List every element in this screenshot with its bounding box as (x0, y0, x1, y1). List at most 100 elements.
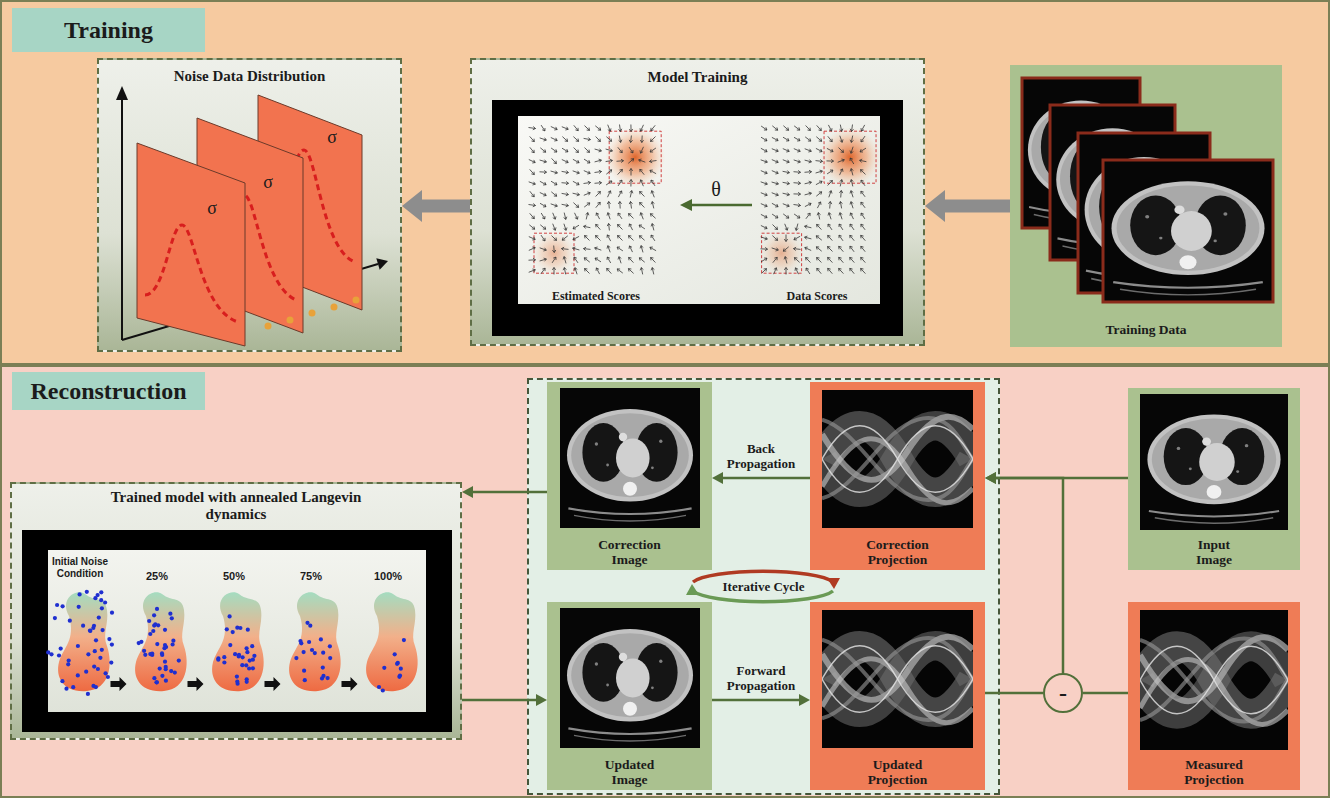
sample-dot (320, 676, 324, 680)
theta-arrow (690, 204, 752, 207)
sample-dot (68, 619, 72, 623)
sample-blob (366, 592, 418, 692)
ellipsis-dot (331, 304, 338, 311)
vector-field (760, 125, 880, 276)
sample-dot (110, 643, 114, 647)
ct-image (560, 608, 700, 748)
sample-dot (395, 662, 399, 666)
connector-line (712, 699, 800, 702)
edge-label: Back Propagation (727, 441, 795, 471)
sample-dot (160, 651, 164, 655)
sample-dot (86, 692, 90, 696)
sample-dot (244, 663, 248, 667)
training-slices (1022, 78, 1273, 302)
annotation-label: θ (711, 178, 721, 200)
sample-dot (245, 646, 249, 650)
sample-dot (303, 678, 307, 682)
sample-dot (94, 685, 98, 689)
step-arrow (188, 677, 204, 691)
sample-dot (251, 666, 255, 670)
sample-dot (101, 628, 105, 632)
annotation-label: 50% (223, 570, 245, 583)
ct-slice (1103, 160, 1273, 302)
sample-dot (86, 652, 90, 656)
axis-arrowhead (376, 258, 388, 270)
cycle-arc (693, 571, 833, 582)
sample-dot (155, 642, 159, 646)
sample-dot (396, 661, 400, 665)
sample-dot (142, 649, 146, 653)
sample-dot (152, 613, 156, 617)
sample-dot (155, 680, 159, 684)
sample-dot (57, 653, 61, 657)
node-title: Training Data (1105, 322, 1186, 337)
node-title: Iterative Cycle (723, 579, 805, 595)
sample-dot (103, 600, 107, 604)
vector-fields (529, 125, 881, 276)
sample-dot (110, 611, 114, 615)
slice-border (1103, 160, 1273, 302)
sample-dot (93, 596, 97, 600)
ellipsis-dot (287, 317, 294, 324)
connector (462, 694, 547, 706)
node-title: Measured Projection (1184, 757, 1244, 787)
ellipsis-dot (265, 323, 272, 330)
sample-dot (216, 656, 220, 660)
sample-dot (99, 590, 103, 594)
annotation-label: σ (263, 172, 273, 192)
connector-line (995, 478, 1063, 673)
score-illustration (492, 100, 903, 336)
subtract-junction: - (1043, 673, 1083, 713)
sample-dot (143, 653, 147, 657)
sample-dot (222, 655, 226, 659)
sample-dot (96, 667, 100, 671)
sample-blob (135, 592, 187, 691)
sample-dot (152, 676, 156, 680)
node-title: Updated Image (605, 757, 655, 787)
sample-dot (250, 644, 254, 648)
label-anchor: σ (232, 127, 432, 147)
connector (402, 190, 470, 222)
node-title: Model Training (648, 69, 748, 86)
vector-field (529, 125, 666, 276)
connector (925, 190, 1010, 222)
sample-dot (168, 612, 172, 616)
sample-dot (245, 680, 249, 684)
image-ground (518, 116, 880, 304)
sample-dot (381, 688, 385, 692)
step-arrow (265, 677, 281, 691)
sample-dot (245, 650, 249, 654)
sample-dot (231, 630, 235, 634)
annotation-label: 25% (146, 570, 168, 583)
cycle-arc (693, 591, 833, 602)
sample-dot (66, 662, 70, 666)
label-anchor: Estimated Scores (496, 286, 696, 304)
label-anchor: θ (616, 178, 816, 200)
sample-dot (382, 666, 386, 670)
sample-dot (153, 622, 157, 626)
sample-dot (163, 660, 167, 664)
sample-dot (233, 652, 237, 656)
connector (985, 693, 1043, 694)
sinogram (822, 610, 973, 748)
connector-line (462, 699, 537, 702)
gaussian-curve (145, 225, 238, 322)
sample-dot (225, 627, 229, 631)
connector (985, 472, 1128, 484)
annotation-label: Initial Noise Condition (47, 556, 113, 580)
sample-dot (155, 607, 159, 611)
sample-dot (59, 647, 63, 651)
sample-dot (151, 629, 155, 633)
sample-dot (81, 624, 85, 628)
arrowhead (536, 694, 547, 706)
sample-dot (99, 598, 103, 602)
distribution-shape (289, 592, 341, 691)
sample-dot (177, 659, 181, 663)
sample-dot (294, 656, 298, 660)
distribution-shape (212, 592, 264, 691)
arrowhead (712, 472, 723, 484)
density-blob (820, 127, 880, 187)
sample-dot (305, 621, 309, 625)
ellipsis-dot (309, 310, 316, 317)
edge-label-anchor: Back Propagation (661, 441, 861, 472)
